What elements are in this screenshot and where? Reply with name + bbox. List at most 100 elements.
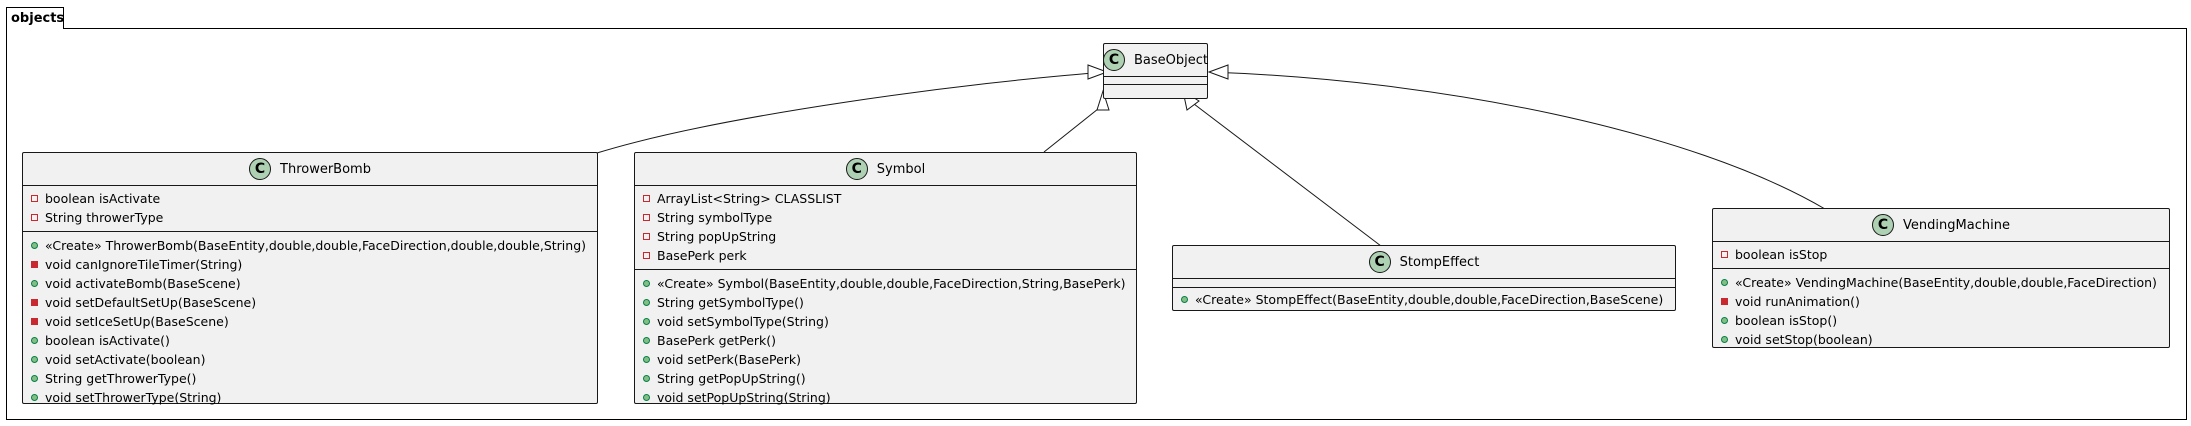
operation-row: void setStop(boolean): [1713, 330, 2169, 349]
class-symbol[interactable]: C Symbol ArrayList<String> CLASSLIST Stri…: [634, 152, 1137, 405]
operation-row: «Create» StompEffect(BaseEntity,double,d…: [1173, 290, 1675, 309]
class-header: C BaseObject: [1103, 44, 1208, 77]
attribute-row: String throwerType: [23, 208, 597, 227]
member-text: «Create» Symbol(BaseEntity,double,double…: [657, 276, 1126, 291]
member-text: void setThrowerType(String): [45, 390, 222, 405]
operation-row: void setThrowerType(String): [23, 388, 597, 407]
private-visibility-icon: [31, 299, 38, 306]
operation-row: boolean isStop(): [1713, 311, 2169, 330]
public-visibility-icon: [1721, 317, 1728, 324]
class-name: ThrowerBomb: [280, 161, 371, 177]
operation-row: BasePerk getPerk(): [635, 331, 1136, 350]
public-visibility-icon: [643, 375, 650, 382]
member-text: void setStop(boolean): [1735, 332, 1873, 347]
private-visibility-icon: [31, 214, 38, 221]
member-text: void setPerk(BasePerk): [657, 352, 802, 367]
private-visibility-icon: [31, 195, 38, 202]
class-icon: C: [1872, 214, 1895, 236]
private-visibility-icon: [643, 214, 650, 221]
package-frame: [6, 28, 2187, 420]
inheritance-arrowhead-throwerbomb: [1087, 64, 1109, 80]
class-icon: C: [249, 158, 272, 180]
class-icon: C: [1103, 49, 1125, 71]
operations-compartment: [1104, 85, 1207, 92]
public-visibility-icon: [1721, 279, 1728, 286]
operation-row: String getPopUpString(): [635, 369, 1136, 388]
package-name: objects: [11, 11, 65, 26]
attribute-row: String popUpString: [635, 227, 1136, 246]
class-header: C ThrowerBomb: [23, 153, 597, 186]
operation-row: void setDefaultSetUp(BaseScene): [23, 293, 597, 312]
public-visibility-icon: [643, 356, 650, 363]
class-name: BaseObject: [1134, 52, 1208, 68]
operation-row: void setActivate(boolean): [23, 350, 597, 369]
attributes-compartment: [1173, 279, 1675, 288]
attribute-row: boolean isStop: [1713, 245, 2169, 264]
member-text: «Create» StompEffect(BaseEntity,double,d…: [1195, 292, 1664, 307]
class-icon: C: [1368, 251, 1391, 273]
attribute-row: boolean isActivate: [23, 189, 597, 208]
member-text: String getSymbolType(): [657, 295, 804, 310]
operations-compartment: «Create» StompEffect(BaseEntity,double,d…: [1173, 288, 1675, 313]
operation-row: void activateBomb(BaseScene): [23, 274, 597, 293]
operations-compartment: «Create» ThrowerBomb(BaseEntity,double,d…: [23, 232, 597, 411]
private-visibility-icon: [1721, 298, 1728, 305]
member-text: boolean isStop(): [1735, 313, 1838, 328]
operations-compartment: «Create» Symbol(BaseEntity,double,double…: [635, 270, 1136, 411]
class-header: C Symbol: [635, 153, 1136, 186]
member-text: String getPopUpString(): [657, 371, 806, 386]
operation-row: «Create» VendingMachine(BaseEntity,doubl…: [1713, 273, 2169, 292]
member-text: ArrayList<String> CLASSLIST: [657, 191, 842, 206]
public-visibility-icon: [31, 337, 38, 344]
public-visibility-icon: [643, 299, 650, 306]
member-text: String getThrowerType(): [45, 371, 197, 386]
operations-compartment: «Create» VendingMachine(BaseEntity,doubl…: [1713, 269, 2169, 353]
member-text: boolean isActivate: [45, 191, 161, 206]
public-visibility-icon: [643, 394, 650, 401]
attributes-compartment: [1104, 77, 1207, 85]
edge-vendingmachine-to-baseobject: [1208, 71, 1826, 210]
public-visibility-icon: [31, 356, 38, 363]
operation-row: String getSymbolType(): [635, 293, 1136, 312]
public-visibility-icon: [31, 280, 38, 287]
operation-row: «Create» Symbol(BaseEntity,double,double…: [635, 274, 1136, 293]
member-text: void activateBomb(BaseScene): [45, 276, 241, 291]
operation-row: void canIgnoreTileTimer(String): [23, 255, 597, 274]
class-vendingmachine[interactable]: C VendingMachine boolean isStop «Create»…: [1712, 208, 2170, 348]
attribute-row: BasePerk perk: [635, 246, 1136, 265]
class-baseobject[interactable]: C BaseObject: [1103, 43, 1208, 99]
class-name: Symbol: [876, 161, 926, 177]
public-visibility-icon: [31, 375, 38, 382]
member-text: «Create» ThrowerBomb(BaseEntity,double,d…: [45, 238, 587, 253]
class-icon: C: [845, 158, 868, 180]
edge-throwerbomb-to-baseobject: [596, 71, 1108, 154]
operation-row: void setSymbolType(String): [635, 312, 1136, 331]
attributes-compartment: boolean isStop: [1713, 242, 2169, 269]
public-visibility-icon: [643, 318, 650, 325]
member-text: void setSymbolType(String): [657, 314, 829, 329]
private-visibility-icon: [643, 233, 650, 240]
public-visibility-icon: [643, 280, 650, 287]
member-text: void runAnimation(): [1735, 294, 1860, 309]
class-header: C VendingMachine: [1713, 209, 2169, 242]
member-text: void canIgnoreTileTimer(String): [45, 257, 243, 272]
class-stompeffect[interactable]: C StompEffect «Create» StompEffect(BaseE…: [1172, 245, 1676, 311]
private-visibility-icon: [31, 318, 38, 325]
private-visibility-icon: [643, 252, 650, 259]
attribute-row: String symbolType: [635, 208, 1136, 227]
member-text: BasePerk perk: [657, 248, 747, 263]
operation-row: String getThrowerType(): [23, 369, 597, 388]
package-tab: objects: [6, 7, 64, 29]
member-text: BasePerk getPerk(): [657, 333, 777, 348]
member-text: boolean isActivate(): [45, 333, 170, 348]
operation-row: void setIceSetUp(BaseScene): [23, 312, 597, 331]
operation-row: boolean isActivate(): [23, 331, 597, 350]
attributes-compartment: ArrayList<String> CLASSLIST String symbol…: [635, 186, 1136, 270]
member-text: String popUpString: [657, 229, 777, 244]
member-text: void setPopUpString(String): [657, 390, 831, 405]
member-text: void setActivate(boolean): [45, 352, 206, 367]
member-text: void setIceSetUp(BaseScene): [45, 314, 229, 329]
member-text: String throwerType: [45, 210, 164, 225]
